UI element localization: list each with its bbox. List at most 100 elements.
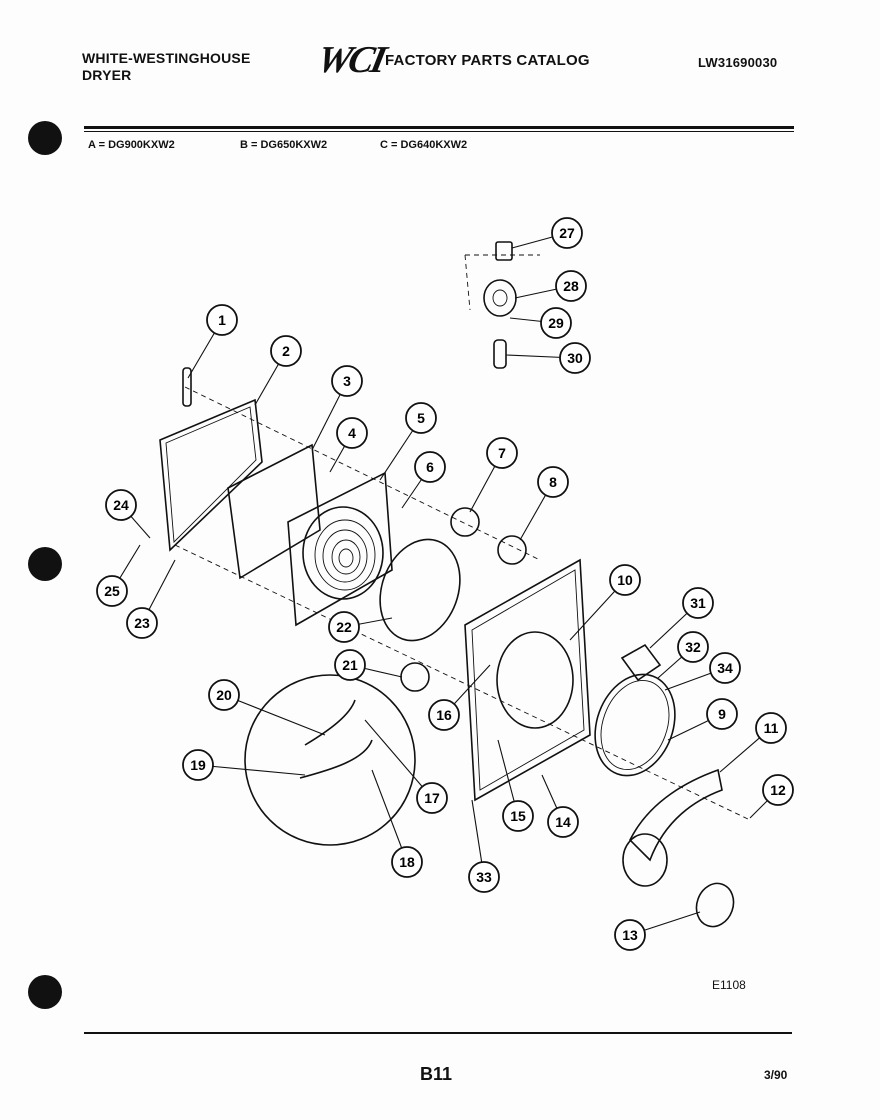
front-panel-opening (496, 631, 574, 729)
callout-24: 24 (105, 489, 137, 521)
svg-text:3: 3 (343, 373, 351, 389)
callout-23: 23 (126, 607, 158, 639)
ignitor (493, 339, 507, 369)
front-panel (464, 558, 591, 802)
door-seal-ring (379, 538, 461, 642)
drawing-code: E1108 (712, 978, 746, 992)
svg-text:14: 14 (555, 814, 571, 830)
catalog-number: LW31690030 (698, 55, 778, 70)
brand-line2: DRYER (82, 67, 132, 83)
page-number: B11 (420, 1064, 453, 1084)
header-rule-thin (84, 131, 794, 132)
gas-valve-coil-core (492, 289, 508, 307)
callout-30: 30 (559, 342, 591, 374)
door-catch (400, 662, 430, 692)
svg-text:9: 9 (718, 706, 726, 722)
callout-5: 5 (405, 402, 437, 434)
svg-text:2: 2 (282, 343, 290, 359)
callout-31: 31 (682, 587, 714, 619)
catalog-title: FACTORY PARTS CATALOG (385, 52, 590, 69)
callout-13: 13 (614, 919, 646, 951)
spiral-ring-2 (322, 529, 368, 583)
callout-33: 33 (468, 861, 500, 893)
callout-34: 34 (709, 652, 741, 684)
svg-text:28: 28 (563, 278, 579, 294)
lamp-assembly (450, 507, 480, 537)
callout-17: 17 (416, 782, 448, 814)
svg-text:19: 19 (190, 757, 206, 773)
callout-29: 29 (540, 307, 572, 339)
svg-text:20: 20 (216, 687, 232, 703)
assembly-line-upper (184, 386, 541, 561)
front-panel-inner-edge (471, 569, 585, 791)
date-code: 3/90 (764, 1068, 788, 1082)
detail-seal-lower (299, 739, 373, 779)
drum-seal-ring (594, 673, 676, 777)
duct-ring (695, 882, 735, 928)
duct-outlet (622, 833, 668, 887)
svg-text:5: 5 (417, 410, 425, 426)
gas-valve-coil (483, 279, 517, 317)
svg-text:13: 13 (622, 927, 638, 943)
brand-line1: WHITE-WESTINGHOUSE (82, 50, 251, 66)
svg-text:30: 30 (567, 350, 583, 366)
callout-28: 28 (555, 270, 587, 302)
outer-door-inner-edge (165, 406, 257, 544)
callout-27: 27 (551, 217, 583, 249)
drum-seal-inner (600, 679, 670, 771)
svg-text:34: 34 (717, 660, 733, 676)
binder-hole-middle (28, 547, 62, 581)
binder-hole-top (28, 121, 62, 155)
svg-text:7: 7 (498, 445, 506, 461)
binder-hole-bottom (28, 975, 62, 1009)
leader-lines (111, 232, 779, 936)
svg-text:6: 6 (426, 459, 434, 475)
callout-9: 9 (706, 698, 738, 730)
svg-text:29: 29 (548, 315, 564, 331)
svg-text:24: 24 (113, 497, 129, 513)
svg-text:17: 17 (424, 790, 440, 806)
svg-text:31: 31 (690, 595, 706, 611)
detail-magnifier-circle (244, 674, 416, 846)
callout-20: 20 (208, 679, 240, 711)
callout-21: 21 (334, 649, 366, 681)
svg-text:12: 12 (770, 782, 786, 798)
door-liner-bowl (302, 506, 384, 600)
lamp-socket (497, 535, 527, 565)
svg-text:4: 4 (348, 425, 356, 441)
callout-8: 8 (537, 466, 569, 498)
lint-filter-holder (620, 643, 662, 682)
callout-32: 32 (677, 631, 709, 663)
spiral-ring-3 (331, 539, 361, 575)
lint-duct (629, 768, 723, 862)
callout-25: 25 (96, 575, 128, 607)
svg-text:22: 22 (336, 619, 352, 635)
model-b: B = DG650KXW2 (240, 139, 328, 151)
door-liner (287, 471, 393, 627)
callout-14: 14 (547, 806, 579, 838)
footer-rule (84, 1032, 792, 1034)
callout-11: 11 (755, 712, 787, 744)
svg-text:1: 1 (218, 312, 226, 328)
callout-3: 3 (331, 365, 363, 397)
callout-4: 4 (336, 417, 368, 449)
callout-12: 12 (762, 774, 794, 806)
svg-text:32: 32 (685, 639, 701, 655)
svg-text:16: 16 (436, 707, 452, 723)
callout-19: 19 (182, 749, 214, 781)
callout-22: 22 (328, 611, 360, 643)
model-c: C = DG640KXW2 (380, 139, 468, 151)
callout-1: 1 (206, 304, 238, 336)
outer-door-panel (159, 398, 263, 552)
ignitor-guide-side (464, 254, 471, 311)
inner-door-panel (227, 443, 321, 580)
spiral-ring-1 (314, 519, 376, 591)
svg-text:11: 11 (764, 720, 779, 736)
callout-10: 10 (609, 564, 641, 596)
callout-15: 15 (502, 800, 534, 832)
svg-text:21: 21 (342, 657, 358, 673)
header-rule-thick (84, 126, 794, 129)
callout-16: 16 (428, 699, 460, 731)
terminal-connector (495, 241, 513, 261)
